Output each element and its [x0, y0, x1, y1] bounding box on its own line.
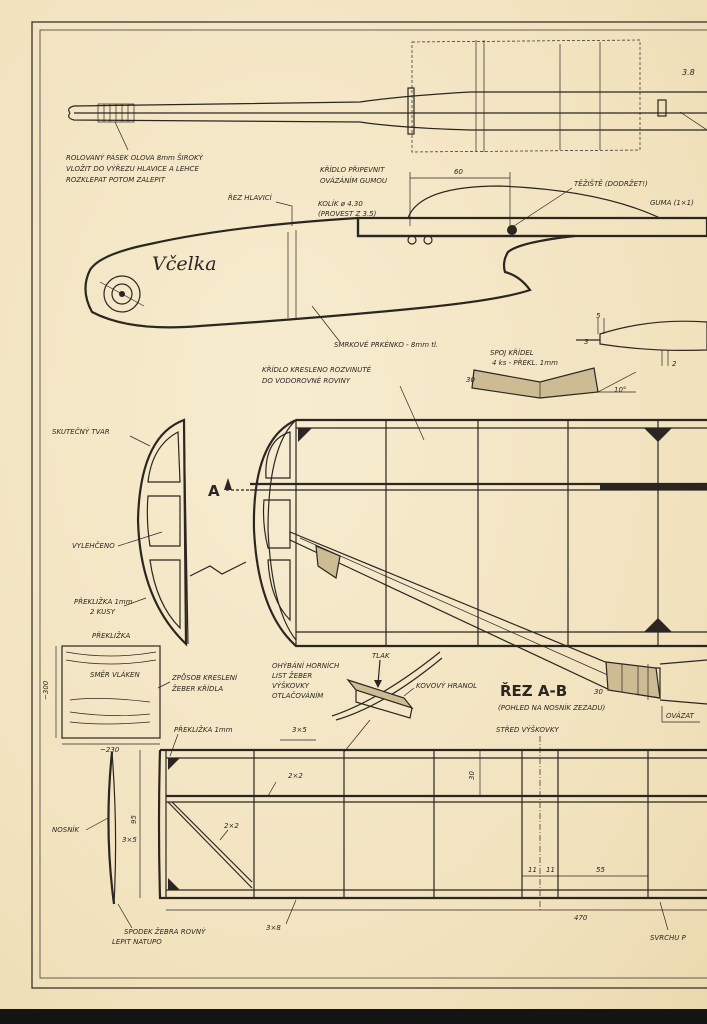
dim-300: ~300 [42, 680, 50, 700]
dim-55: 55 [596, 866, 605, 874]
dim-10deg: 10° [614, 386, 626, 394]
dim-470: 470 [574, 914, 588, 922]
label-preklizka-1mm: PŘEKLIŽKA 1mm [174, 725, 233, 734]
wing-tip-true-shape [136, 418, 189, 647]
dim-3x5-a: 3×5 [292, 726, 307, 734]
label-ohybani-1: OHÝBÁNÍ HORNÍCH [272, 661, 340, 670]
dim-3-8-top: 3.8 [682, 68, 695, 77]
leader-preklizka [123, 597, 147, 607]
dim-3x8: 3×8 [266, 924, 281, 932]
label-rozvinute-1: KŘÍDLO KRESLENO ROZVINUTÉ [262, 365, 372, 374]
rib-bending-tool [331, 651, 443, 721]
dim-60: 60 [454, 168, 463, 176]
label-preklizka-1: PŘEKLIŽKA 1mm [74, 597, 133, 606]
sheet-border [31, 21, 707, 989]
label-ohybani-4: OTLAČOVÁNÍM [272, 691, 323, 700]
dim-30b: 30 [466, 376, 475, 384]
fuselage-side-view [84, 185, 707, 329]
label-kridlo-pripevnit-1: KŘÍDLO PŘIPEVNIT [320, 165, 385, 174]
label-kovovy: KOVOVÝ HRANOL [416, 681, 477, 690]
marker-a: A [208, 482, 220, 500]
leader-skutecny [129, 435, 151, 447]
label-ovazat: OVÁZAT [666, 711, 695, 720]
dim-2x2-b: 2×2 [224, 822, 239, 830]
label-vylehceno: VYLEHČENO [72, 541, 115, 550]
dim-2x2-a: 2×2 [288, 772, 303, 780]
wing-joint-detail [471, 318, 707, 399]
leader-kovovy [403, 687, 415, 697]
leader-olovo [114, 121, 129, 151]
label-preklizka-title: PŘEKLIŽKA [92, 631, 130, 640]
leader-3x8 [285, 899, 297, 925]
dim-30-stab: 30 [468, 771, 476, 780]
break-line [189, 561, 247, 577]
label-zpusob-2: ŽEBER KŘÍDLA [171, 684, 223, 693]
plywood-sheet [55, 645, 161, 745]
model-name: Včelka [152, 253, 217, 275]
leader-rozvinute [399, 385, 425, 441]
dim-2: 2 [672, 360, 677, 368]
dim-3x5-b: 3×5 [122, 836, 137, 844]
label-pohled: (POHLED NA NOSNÍK ZEZADU) [498, 703, 606, 712]
section-marker-a [224, 478, 250, 491]
label-spodek-2: LEPIT NATUPO [112, 938, 162, 946]
label-guma: GUMA (1×1) [650, 199, 694, 207]
wing-plan-view [250, 418, 707, 705]
leader-spodek [117, 903, 133, 929]
dim-230: ~230 [100, 746, 120, 754]
fuselage-top-view [68, 39, 707, 153]
label-spoj-2: 4 ks - PŘEKL. 1mm [492, 358, 558, 367]
dim-11b: 11 [546, 866, 555, 874]
leader-svrchu [659, 901, 669, 931]
label-smer-vlaken: SMĚR VLÁKEN [90, 670, 140, 679]
leader-ohybani [343, 719, 371, 753]
leader-preklizka-1mm [169, 733, 179, 757]
leader-rez-hlavici [275, 201, 293, 226]
stabilizer-plan-view [107, 736, 707, 912]
label-ohybani-3: VÝŠKOVKY [272, 681, 310, 690]
label-skutecny: SKUTEČNÝ TVAR [52, 427, 110, 436]
bottom-bar [0, 1009, 707, 1024]
label-zpusob-1: ZPŮSOB KRESLENÍ [171, 673, 238, 682]
leader-nosnik [85, 817, 109, 831]
label-olovo-2: VLOŽIT DO VÝŘEZU HLAVICE A LEHCE [66, 164, 199, 173]
dim-5: 5 [596, 312, 601, 320]
label-smrk: SMRKOVÉ PRKÉNKO - 8mm tl. [334, 340, 438, 349]
label-olovo-3: ROZKLEPAT POTOM ZALEPIT [66, 176, 166, 184]
label-kridlo-pripevnit-2: OVÁZÁNÍM GUMOU [320, 176, 387, 185]
label-rozvinute-2: DO VODOROVNÉ ROVINY [262, 376, 351, 385]
label-stred: STŘED VÝŠKOVKY [496, 725, 559, 734]
label-teziste: TĚŽIŠTĚ (DODRŽET!) [574, 179, 648, 188]
leader-ovazat [661, 706, 700, 723]
label-preklizka-2: 2 KUSY [90, 608, 116, 616]
label-ohybani-2: LIST ŽEBER [272, 671, 312, 680]
leader-teziste [513, 187, 573, 227]
label-kolik-2: (PROVEST Z 3.5) [318, 210, 377, 218]
label-nosnik: NOSNÍK [52, 825, 80, 834]
leader-smrk [311, 305, 341, 343]
dim-30: 30 [594, 688, 603, 696]
dim-3: 3 [584, 338, 588, 346]
label-rez-hlavici: ŘEZ HLAVICÍ [228, 193, 273, 202]
label-kolik-1: KOLÍK ø 4.30 [318, 199, 363, 208]
leader-zpusob [157, 681, 171, 689]
section-title-ab: ŘEZ A-B [500, 681, 567, 700]
label-spodek-1: SPODEK ŽEBRA ROVNÝ [124, 927, 206, 936]
label-svrchu: SVRCHU P [650, 934, 687, 942]
label-olovo-1: ROLOVANÝ PÁSEK OLOVA 8mm ŠIROKÝ [66, 153, 204, 162]
label-tlak: TLAK [372, 652, 391, 660]
dim-11a: 11 [528, 866, 537, 874]
leader-vylehceno [117, 531, 163, 547]
label-spoj-1: SPOJ KŘÍDEL [490, 348, 534, 357]
dim-95: 95 [130, 815, 138, 824]
